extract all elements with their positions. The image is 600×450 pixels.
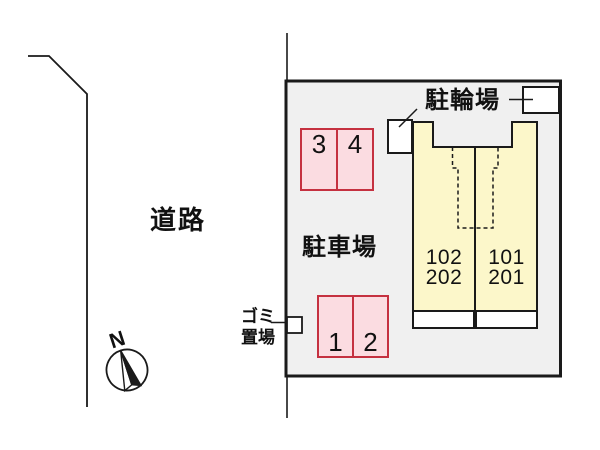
unit-number: 201 bbox=[488, 266, 525, 289]
parking-space-number-1: 1 bbox=[328, 327, 343, 357]
unit-numbers-left: 102 202 bbox=[413, 246, 475, 289]
unit-number: 202 bbox=[425, 266, 463, 289]
unit-number: 102 bbox=[425, 246, 463, 269]
garbage-area-box bbox=[286, 316, 303, 334]
garbage-area-label-line1: ゴミ bbox=[241, 307, 275, 326]
entrance-porch-right bbox=[475, 310, 538, 329]
bicycle-parking-label: 駐輪場 bbox=[425, 87, 500, 114]
entrance-porch-left bbox=[412, 310, 475, 329]
unit-number: 101 bbox=[488, 246, 525, 269]
bicycle-parking-left-leader-line bbox=[398, 108, 418, 128]
parking-space-number-3: 3 bbox=[311, 129, 327, 159]
compass: N bbox=[105, 327, 149, 393]
parking-space-number-4: 4 bbox=[347, 129, 363, 159]
unit-numbers-right: 101 201 bbox=[476, 246, 537, 289]
garbage-area-label: ゴミ 置場 bbox=[231, 306, 285, 348]
parking-lot-label: 駐車場 bbox=[302, 234, 377, 261]
compass-north-label: N bbox=[106, 327, 128, 354]
parking-space-number-2: 2 bbox=[363, 327, 378, 357]
stairwell-dashed-outline bbox=[451, 147, 499, 229]
road-label: 道路 bbox=[150, 205, 207, 235]
road-left-boundary-line bbox=[28, 55, 88, 407]
compass-needle-east-half bbox=[119, 350, 143, 387]
garbage-area-label-line2: 置場 bbox=[241, 328, 275, 347]
